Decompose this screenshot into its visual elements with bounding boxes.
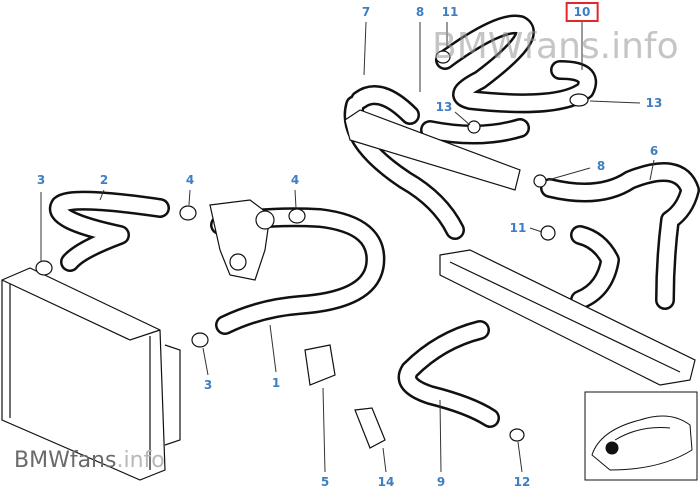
callout-5[interactable]: 5 (320, 475, 330, 489)
callout-4[interactable]: 4 (185, 173, 195, 187)
callout-12[interactable]: 12 (513, 475, 531, 489)
hoses (48, 14, 700, 428)
callout-3[interactable]: 3 (203, 378, 213, 392)
callout-1[interactable]: 1 (271, 376, 281, 390)
watermark-suffix: .info (116, 448, 165, 473)
callout-7[interactable]: 7 (361, 5, 371, 19)
callout-2[interactable]: 2 (99, 173, 109, 187)
callout-11[interactable]: 11 (509, 221, 527, 235)
callout-14[interactable]: 14 (377, 475, 395, 489)
callout-8[interactable]: 8 (596, 159, 606, 173)
water-pump (209, 199, 275, 281)
callout-13[interactable]: 13 (435, 100, 453, 114)
callout-11[interactable]: 11 (441, 5, 459, 19)
watermark-top: BMWfans.info (432, 26, 679, 67)
callout-10-highlighted[interactable]: 10 (565, 2, 599, 22)
hose-clamps (35, 50, 589, 449)
leader-lines (40, 21, 655, 473)
callout-6[interactable]: 6 (649, 144, 659, 158)
car-locator-inset (584, 391, 698, 481)
callout-8[interactable]: 8 (415, 5, 425, 19)
radiator (1, 267, 181, 481)
pipe-assembly (344, 109, 696, 386)
callout-3[interactable]: 3 (36, 173, 46, 187)
watermark-bottom: BMWfans.info (14, 448, 165, 473)
callout-9[interactable]: 9 (436, 475, 446, 489)
watermark-brand: BMWfans (14, 448, 117, 473)
callout-13[interactable]: 13 (645, 96, 663, 110)
callout-4[interactable]: 4 (290, 173, 300, 187)
